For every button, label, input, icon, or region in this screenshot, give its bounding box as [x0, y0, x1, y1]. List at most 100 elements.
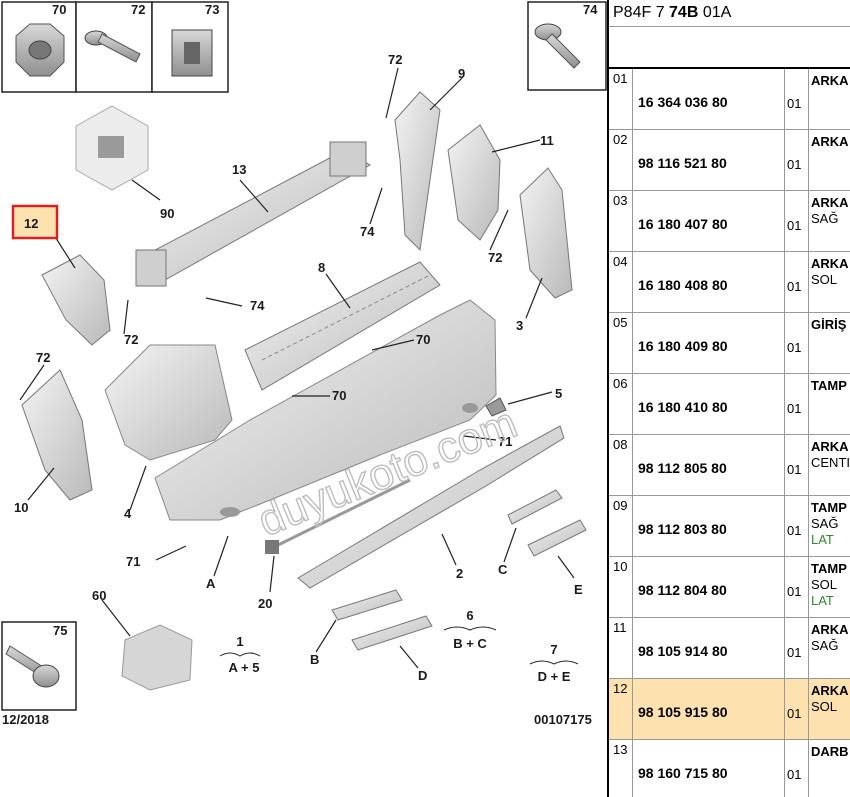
row-index: 01	[609, 69, 633, 129]
label-12-highlight-box[interactable]	[11, 204, 59, 240]
kit-group-7[interactable]: 7 D + E	[529, 642, 579, 684]
label-A: A	[206, 576, 216, 591]
ref-cell: 98 112 804 80	[634, 557, 785, 617]
qty-cell: 01	[785, 130, 809, 190]
part-20-clip[interactable]	[265, 478, 411, 554]
part-11-bracket[interactable]	[447, 124, 501, 241]
desc-line-1: GİRİŞ	[811, 317, 847, 332]
part-quantity: 01	[787, 706, 802, 721]
desc-cell: ARKA	[809, 130, 850, 190]
part-90-kit[interactable]	[75, 105, 149, 191]
label-12: 12	[24, 216, 38, 231]
row-index: 12	[609, 679, 633, 739]
desc-line-3: LAT	[811, 532, 834, 547]
label-71-a: 71	[498, 434, 512, 449]
part-reference: 98 105 915 80	[638, 704, 728, 720]
fastener-box-72[interactable]: 72	[75, 1, 153, 93]
part-9-bracket[interactable]	[394, 91, 441, 252]
qty-cell: 01	[785, 69, 809, 129]
qty-cell: 01	[785, 374, 809, 434]
desc-line-2: CENTI	[811, 455, 850, 470]
fastener-box-73[interactable]: 73	[151, 1, 229, 93]
qty-cell: 01	[785, 740, 809, 797]
part-reference: 98 112 805 80	[638, 460, 727, 476]
part-B-trim[interactable]	[331, 589, 403, 621]
part-A-bumper[interactable]	[154, 299, 497, 521]
part-reference: 98 105 914 80	[638, 643, 728, 659]
diagram-date: 12/2018	[2, 712, 49, 727]
part-E-trim[interactable]	[527, 519, 587, 557]
qty-cell: 01	[785, 557, 809, 617]
label-72-r: 72	[488, 250, 502, 265]
label-20: 20	[258, 596, 272, 611]
part-3-guide[interactable]	[519, 167, 573, 299]
label-4: 4	[124, 506, 132, 521]
part-13-beam[interactable]	[135, 141, 371, 287]
kit-group-6[interactable]: 6 B + C	[443, 608, 497, 651]
part-reference: 16 180 409 80	[638, 338, 728, 354]
label-5: 5	[555, 386, 562, 401]
kit-7-number: 7	[550, 642, 557, 657]
qty-cell: 01	[785, 435, 809, 495]
desc-line-1: TAMP	[811, 561, 847, 576]
desc-line-2: SAĞ	[811, 638, 839, 653]
part-10-bracket[interactable]	[21, 369, 93, 501]
part-reference: 16 180 410 80	[638, 399, 728, 415]
ref-cell: 16 180 409 80	[634, 313, 785, 373]
part-quantity: 01	[787, 96, 802, 111]
desc-cell: TAMP	[809, 374, 850, 434]
ref-cell: 98 116 521 80	[634, 130, 785, 190]
label-74-a: 74	[360, 224, 375, 239]
qty-cell: 01	[785, 618, 809, 678]
label-11: 11	[540, 133, 554, 148]
part-C-trim[interactable]	[507, 489, 563, 525]
part-8-absorber[interactable]	[244, 261, 441, 391]
fastener-box-74[interactable]: 74	[527, 1, 607, 91]
qty-cell: 01	[785, 679, 809, 739]
part-reference: 16 180 407 80	[638, 216, 728, 232]
qty-cell: 01	[785, 496, 809, 556]
desc-line-1: ARKA	[811, 195, 849, 210]
part-D-trim[interactable]	[351, 615, 433, 651]
desc-cell: DARB	[809, 740, 850, 797]
part-quantity: 01	[787, 340, 802, 355]
kit-1-number: 1	[236, 634, 243, 649]
kit-group-1[interactable]: 1 A + 5	[219, 634, 261, 675]
row-index: 11	[609, 618, 633, 678]
part-2-trim[interactable]	[297, 425, 565, 589]
title-bold: 74B	[669, 4, 699, 21]
desc-line-1: ARKA	[811, 256, 849, 271]
parts-diagram: 70 72 73 74 75	[1, 1, 607, 727]
part-60-kit[interactable]	[121, 624, 193, 691]
part-4-cover[interactable]	[104, 344, 233, 461]
part-5-insert[interactable]	[485, 397, 507, 417]
part-reference: 16 180 408 80	[638, 277, 728, 293]
ref-cell: 16 180 407 80	[634, 191, 785, 251]
part-reference: 98 112 803 80	[638, 521, 727, 537]
fastener-box-70[interactable]: 70	[1, 1, 77, 93]
label-72-l: 72	[124, 332, 138, 347]
part-reference: 98 160 715 80	[638, 765, 728, 781]
label-70: 70	[52, 2, 66, 17]
label-E: E	[574, 582, 583, 597]
part-12-bracket[interactable]	[41, 254, 111, 346]
row-index: 02	[609, 130, 633, 190]
fastener-box-75[interactable]: 75	[1, 621, 77, 711]
